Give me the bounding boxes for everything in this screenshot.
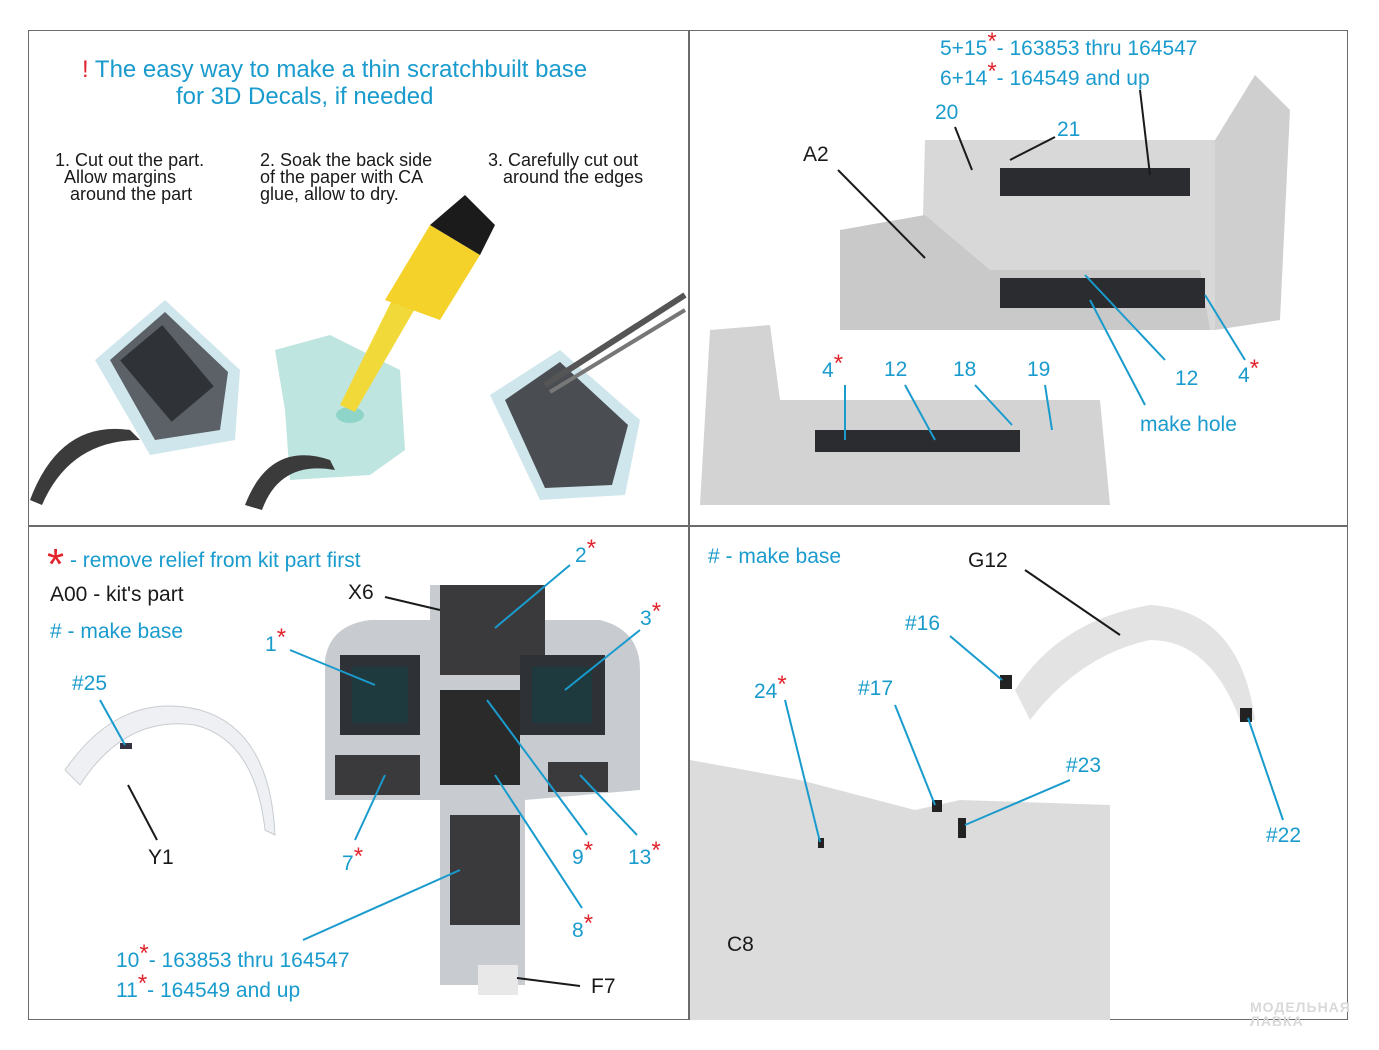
- variant-parts: 6+14: [940, 67, 988, 90]
- callout-number: 4: [822, 359, 834, 382]
- legend-make-base-2: # - make base: [708, 545, 842, 568]
- part-x6: X6: [348, 581, 374, 604]
- decal-cut-out-photo: [30, 300, 240, 505]
- callout-13: 13*: [628, 839, 661, 870]
- star-icon: *: [833, 350, 844, 377]
- watermark-line2: ЛАВКА: [1250, 1013, 1304, 1029]
- callout-4: 4*: [822, 352, 843, 383]
- make-hole-note: make hole: [1140, 413, 1237, 436]
- callout-19: 19: [1027, 358, 1051, 381]
- part-y1: Y1: [148, 846, 174, 869]
- callout-number: 3: [640, 607, 652, 630]
- star-icon: *: [777, 671, 787, 698]
- part-a2: A2: [803, 143, 829, 166]
- callout-1: 1*: [265, 626, 286, 657]
- canopy-parts-photo: [690, 605, 1255, 1020]
- instrument-panel-photo: [325, 585, 640, 995]
- callout-4-right: 4*: [1238, 357, 1259, 388]
- legend-kit-part: A00 - kit's part: [50, 583, 184, 606]
- callout-18: 18: [953, 358, 977, 381]
- careful-cut-photo: [490, 292, 687, 500]
- side-console-photos: [700, 75, 1290, 505]
- variant-note-11: 11*- 164549 and up: [116, 972, 301, 1003]
- variant-parts: 11: [116, 979, 138, 1002]
- callout-12-right: 12: [1175, 367, 1199, 390]
- callout-number: 24: [754, 680, 778, 703]
- callout-3: 3*: [640, 600, 661, 631]
- callout-number: 13: [628, 846, 652, 869]
- callout-2: 2*: [575, 537, 596, 568]
- star-icon: *: [583, 910, 594, 937]
- callout-number: 1: [265, 633, 277, 656]
- callout-23: #23: [1066, 754, 1102, 777]
- part-c8: C8: [727, 933, 754, 956]
- variant-note-10: 10*- 163853 thru 164547: [116, 942, 350, 973]
- callout-22: #22: [1266, 824, 1302, 847]
- callout-7: 7*: [342, 845, 363, 876]
- variant-range: - 163853 thru 164547: [996, 37, 1198, 60]
- part-f7: F7: [591, 975, 616, 998]
- star-icon: *: [137, 970, 148, 997]
- leader-lines: [99, 89, 1284, 987]
- legend-make-base: # - make base: [50, 620, 184, 643]
- callout-9: 9*: [572, 839, 593, 870]
- callout-number: 7: [342, 852, 354, 875]
- legend-star: * - remove relief from kit part first: [47, 543, 361, 587]
- star-icon: *: [276, 624, 287, 651]
- panel-divider-horizontal: [28, 525, 1348, 527]
- callout-number: 9: [572, 846, 584, 869]
- callout-16: #16: [905, 612, 941, 635]
- step-3: 3. Carefully cut out around the edges: [488, 150, 644, 187]
- variant-range: - 163853 thru 164547: [148, 949, 350, 972]
- hud-glass-photo: [64, 705, 276, 836]
- star-icon: *: [651, 837, 661, 864]
- panel1-title-line2: for 3D Decals, if needed: [176, 83, 434, 110]
- variant-range: - 164549 and up: [147, 979, 301, 1002]
- star-icon: *: [1249, 355, 1260, 382]
- callout-17: #17: [858, 677, 894, 700]
- legend-text: - remove relief from kit part first: [69, 549, 361, 572]
- callout-20: 20: [935, 101, 959, 124]
- step-2: 2. Soak the back side of the paper with …: [260, 150, 433, 204]
- star-icon: *: [583, 837, 594, 864]
- star-icon: *: [586, 535, 597, 562]
- step-1: 1. Cut out the part. Allow margins aroun…: [55, 150, 205, 204]
- variant-note-2: 6+14*- 164549 and up: [940, 60, 1150, 91]
- callout-number: 8: [572, 919, 584, 942]
- variant-note-1: 5+15*- 163853 thru 164547: [940, 30, 1198, 61]
- variant-range: - 164549 and up: [996, 67, 1150, 90]
- star-icon: *: [987, 58, 997, 85]
- star-icon: *: [353, 843, 364, 870]
- callout-12: 12: [884, 358, 908, 381]
- callout-24: 24*: [754, 673, 787, 704]
- exclamation-mark: !: [82, 56, 89, 83]
- callout-number: 2: [575, 544, 587, 567]
- star-icon: *: [987, 28, 997, 55]
- callout-8: 8*: [572, 912, 593, 943]
- star-icon: *: [47, 540, 65, 589]
- variant-parts: 10: [116, 949, 140, 972]
- callout-21: 21: [1057, 118, 1081, 141]
- callout-25: #25: [72, 672, 108, 695]
- watermark-line1: МОДЕЛЬНАЯ: [1250, 999, 1351, 1015]
- star-icon: *: [651, 598, 662, 625]
- variant-parts: 5+15: [940, 37, 988, 60]
- ca-glue-photo: [245, 195, 495, 510]
- panel1-title: ! The easy way to make a thin scratchbui…: [82, 56, 587, 83]
- title-line1: The easy way to make a thin scratchbuilt…: [94, 56, 588, 83]
- callout-number: 4: [1238, 364, 1250, 387]
- star-icon: *: [139, 940, 149, 967]
- part-g12: G12: [968, 549, 1008, 572]
